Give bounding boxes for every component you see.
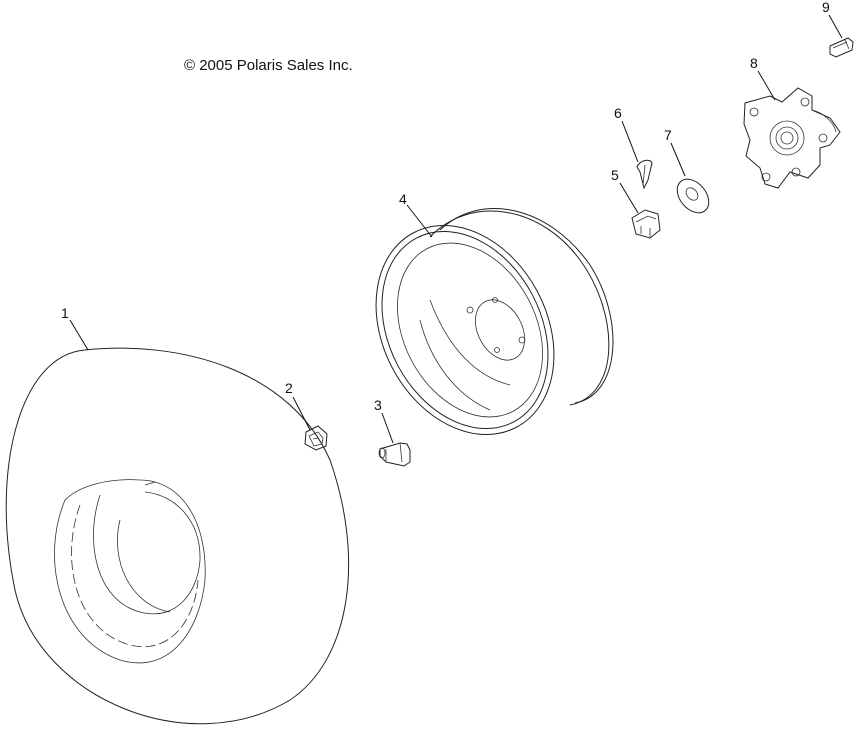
callout-4: 4 [399,191,407,207]
copyright-notice: © 2005 Polaris Sales Inc. [184,57,353,74]
callout-7: 7 [664,127,672,143]
callout-8: 8 [750,55,758,71]
castle-nut-part [631,209,661,239]
wheel-hub-part [743,87,841,189]
callout-2: 2 [285,380,293,396]
callout-6: 6 [614,105,622,121]
callout-5: 5 [611,167,619,183]
washer-part [676,178,710,214]
valve-nut-part [304,425,328,451]
callout-labels: 1 2 3 4 5 6 7 8 9 [61,0,830,413]
callout-1: 1 [61,305,69,321]
leader-lines [69,14,843,444]
callout-9: 9 [822,0,830,15]
cotter-pin-part [636,159,653,190]
wheel-stud-part [829,37,854,58]
tire-part [5,347,350,725]
callout-3: 3 [374,397,382,413]
valve-stem-part [378,442,411,467]
wheel-rim-part [375,208,614,435]
